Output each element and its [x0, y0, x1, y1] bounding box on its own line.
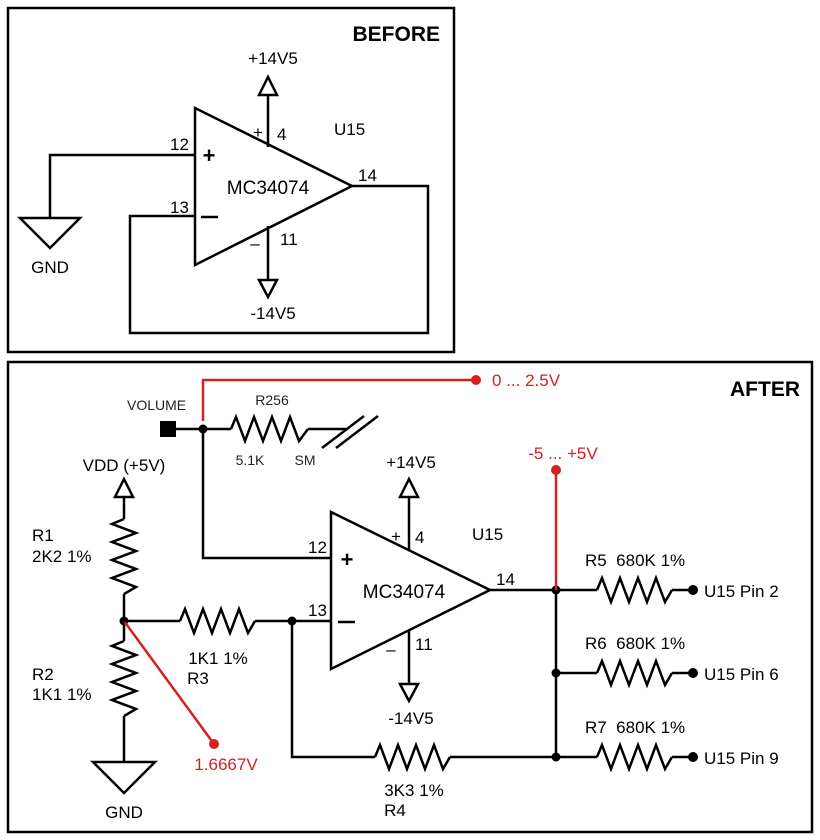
before-gnd-label: GND: [31, 258, 69, 277]
r7-label: R7 680K 1%: [585, 718, 685, 737]
after-panel: AFTER VOLUME R256 5.1K SM 0 ... 2.5V 12 …: [6, 360, 814, 834]
after-gnd-symbol: [89, 760, 159, 795]
r256-type: SM: [295, 452, 316, 468]
r4-resistor: [373, 741, 452, 773]
r4-value: 3K3 1%: [384, 781, 444, 800]
after-pin12: 12: [308, 538, 327, 557]
after-gnd-label: GND: [105, 803, 143, 822]
after-vpos-arrow: [397, 476, 421, 499]
before-pin12: 12: [170, 135, 189, 154]
divider-annotation-line: [122, 620, 216, 745]
before-pin4: 4: [277, 125, 286, 144]
r3-resistor: [178, 605, 257, 637]
r3-value: 1K1 1%: [188, 649, 248, 668]
before-vneg-label: -14V5: [250, 304, 295, 323]
r256-label: R256: [255, 392, 289, 408]
before-pin11-sign: –: [250, 234, 260, 253]
pin9-terminal: [688, 752, 698, 762]
before-title: BEFORE: [352, 23, 440, 46]
volume-to-plus-wire: [201, 429, 331, 560]
range-out-label: -5 ... +5V: [528, 444, 598, 463]
after-pin13: 13: [308, 601, 327, 620]
before-vpos-label: +14V5: [248, 49, 298, 68]
range-in-annotation-line: [201, 378, 476, 421]
after-pin4: 4: [415, 528, 424, 547]
pin2-label: U15 Pin 2: [704, 582, 779, 601]
after-chip-label: MC34074: [363, 582, 446, 603]
r7-resistor: [595, 741, 674, 773]
r3-label: R3: [187, 669, 209, 688]
after-vneg-label: -14V5: [388, 709, 433, 728]
range-out-dot: [551, 465, 561, 475]
before-panel: BEFORE MC34074 U15 + +14V5 4 + -14V5 11 …: [6, 6, 456, 354]
before-plus-input-wire: [48, 153, 195, 218]
r5-label: R5 680K 1%: [585, 551, 685, 570]
before-ref: U15: [334, 120, 365, 139]
range-in-dot: [471, 375, 481, 385]
after-pin4-sign: +: [391, 527, 401, 546]
r1-label: R1: [32, 526, 54, 545]
r6-label: R6 680K 1%: [585, 634, 685, 653]
after-title: AFTER: [730, 378, 800, 401]
before-frame: [6, 6, 456, 354]
after-pin14: 14: [496, 570, 515, 589]
pin9-label: U15 Pin 9: [704, 749, 779, 768]
after-pin11: 11: [415, 635, 433, 654]
before-feedback-wire: [128, 184, 430, 335]
before-plus-sign: +: [203, 143, 216, 168]
before-gnd-symbol: [16, 216, 84, 250]
r2-label: R2: [32, 665, 54, 684]
r2-resistor: [108, 639, 140, 718]
range-in-label: 0 ... 2.5V: [492, 371, 561, 390]
before-opamp: [193, 105, 355, 268]
after-pin11-sign: –: [386, 640, 396, 659]
r256-value: 5.1K: [236, 452, 265, 468]
r5-resistor: [595, 574, 674, 606]
r256-nc-slash-2: [335, 415, 379, 449]
after-vneg-arrow: [397, 682, 421, 704]
after-vpos-label: +14V5: [386, 453, 436, 472]
volume-connector: [160, 421, 176, 437]
divider-voltage-label: 1.6667V: [194, 755, 258, 774]
before-pin13: 13: [170, 198, 189, 217]
after-ref: U15: [472, 525, 503, 544]
r1-value: 2K2 1%: [32, 547, 92, 566]
pin6-label: U15 Pin 6: [704, 665, 779, 684]
r2-value: 1K1 1%: [32, 685, 92, 704]
before-vneg-arrow: [256, 278, 280, 300]
before-pin4-sign: +: [253, 123, 263, 142]
vdd-arrow: [112, 476, 136, 499]
pin6-terminal: [688, 668, 698, 678]
after-frame: [6, 360, 814, 834]
r6-resistor: [595, 657, 674, 689]
vdd-label: VDD (+5V): [83, 456, 166, 475]
r1-resistor: [108, 517, 140, 596]
r256-resistor: [229, 413, 309, 445]
r4-in-wire: [290, 621, 375, 759]
divider-dot: [209, 739, 219, 749]
after-plus-sign: +: [341, 547, 354, 572]
before-pin14: 14: [358, 166, 377, 185]
volume-label: VOLUME: [127, 397, 186, 413]
after-opamp: [329, 509, 493, 672]
r4-label: R4: [384, 801, 406, 820]
pin2-terminal: [688, 585, 698, 595]
before-vpos-arrow: [256, 74, 280, 97]
before-chip-label: MC34074: [227, 178, 310, 199]
before-pin11: 11: [280, 230, 298, 249]
r256-nc-slash-1: [321, 415, 365, 449]
